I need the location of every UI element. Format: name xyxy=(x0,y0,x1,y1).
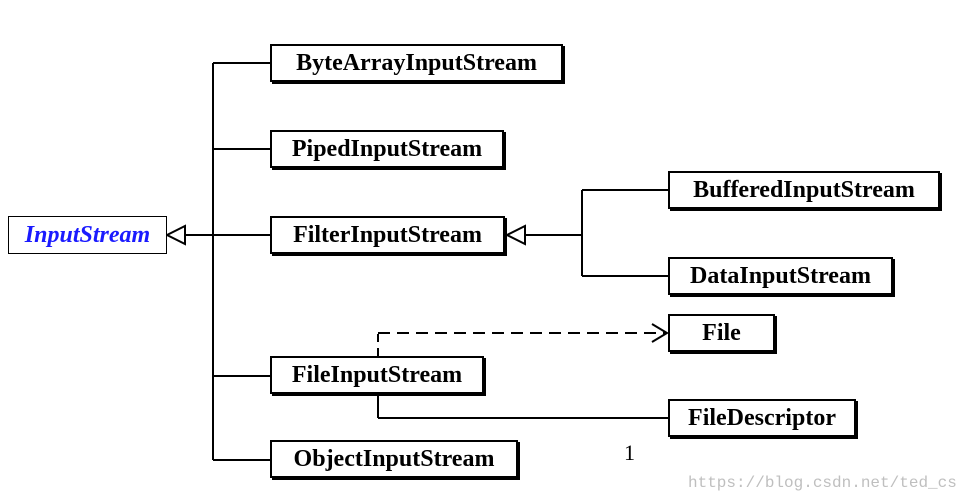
datainputstream-box: DataInputStream xyxy=(668,257,893,295)
filterinputstream-label: FilterInputStream xyxy=(293,221,482,248)
filedescriptor-box: FileDescriptor xyxy=(668,399,856,437)
bytearrayinputstream-box: ByteArrayInputStream xyxy=(270,44,563,82)
filterinputstream-box: FilterInputStream xyxy=(270,216,505,254)
watermark-url: https://blog.csdn.net/ted_cs xyxy=(688,474,957,492)
fileinputstream-box: FileInputStream xyxy=(270,356,484,394)
page-number: 1 xyxy=(624,440,635,465)
fileinputstream-label: FileInputStream xyxy=(291,361,463,388)
file-label: File xyxy=(702,319,741,346)
objectinputstream-label: ObjectInputStream xyxy=(293,445,495,472)
objectinputstream-box: ObjectInputStream xyxy=(270,440,518,478)
datainputstream-label: DataInputStream xyxy=(690,262,871,289)
bufferedinputstream-box: BufferedInputStream xyxy=(668,171,940,209)
pipedinputstream-label: PipedInputStream xyxy=(291,135,483,162)
file-box: File xyxy=(668,314,775,352)
inheritance-arrow-filter xyxy=(504,224,526,246)
inputstream-box: InputStream xyxy=(8,216,167,254)
dependency-arrowhead xyxy=(651,323,669,343)
inheritance-arrow-root xyxy=(164,224,186,246)
pipedinputstream-box: PipedInputStream xyxy=(270,130,504,168)
bufferedinputstream-label: BufferedInputStream xyxy=(693,176,915,203)
inputstream-label: InputStream xyxy=(24,221,151,248)
bytearrayinputstream-label: ByteArrayInputStream xyxy=(296,49,537,76)
filedescriptor-label: FileDescriptor xyxy=(688,404,836,431)
